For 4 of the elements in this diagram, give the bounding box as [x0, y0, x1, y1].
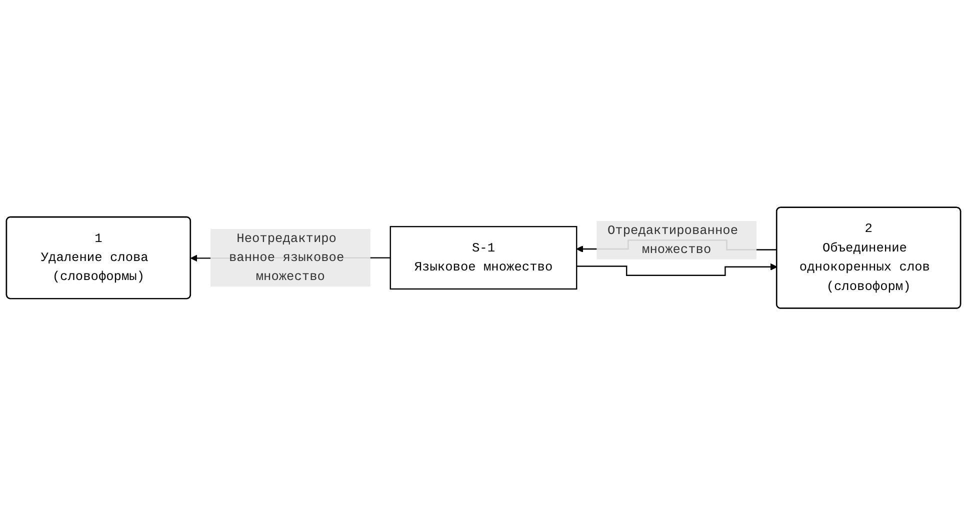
- edge-label: Отредактированное множество: [607, 224, 738, 258]
- edge-label: Неотредактиро ванное языковое множество: [228, 232, 344, 284]
- node-box: S-1 Языковое множество: [390, 226, 578, 290]
- arrow: [576, 264, 778, 276]
